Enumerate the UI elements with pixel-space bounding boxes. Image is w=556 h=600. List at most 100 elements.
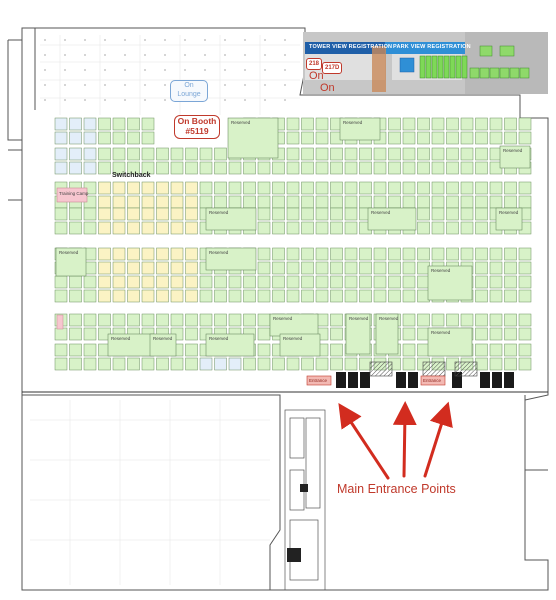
- reg-booth: [419, 55, 426, 79]
- booth-line-1: On Booth: [177, 116, 217, 126]
- exhibit-booth: [98, 117, 111, 131]
- exhibit-booth: [301, 261, 314, 275]
- hall-dot: [64, 99, 66, 101]
- arrow-1: [338, 402, 390, 480]
- exhibit-booth: [127, 289, 140, 303]
- exhibit-booth: [54, 357, 68, 371]
- hall-dot: [264, 69, 266, 71]
- reg-booth: [499, 67, 510, 79]
- exhibit-booth: [504, 357, 517, 371]
- exhibit-booth: [359, 161, 372, 175]
- hall-dot: [64, 69, 66, 71]
- exhibit-booth: [228, 161, 242, 175]
- entrance-door: [480, 372, 490, 388]
- hall-dot: [44, 39, 46, 41]
- building-outline: [7, 27, 549, 591]
- exhibit-booth: [315, 147, 329, 161]
- exhibit-booth: [272, 275, 285, 289]
- exhibit-booth: [272, 261, 285, 275]
- exhibit-booth: [257, 357, 271, 371]
- hall-dot: [124, 99, 126, 101]
- exhibit-booth: [402, 313, 416, 327]
- exhibit-booth: [301, 131, 314, 145]
- exhibit-booth: [373, 247, 387, 261]
- exhibit-booth: [156, 181, 169, 195]
- exhibit-booth: [98, 147, 111, 161]
- exhibit-booth: [228, 275, 242, 289]
- hall-dot: [124, 54, 126, 56]
- exhibit-booth: [388, 161, 401, 175]
- exhibit-booth: [359, 261, 372, 275]
- reg-booth: [479, 67, 490, 79]
- entrance-door: [336, 372, 346, 388]
- exhibit-booth: [388, 131, 401, 145]
- hall-dot: [244, 39, 246, 41]
- reserved-label: Reserved: [153, 336, 173, 341]
- exhibit-booth: [199, 313, 213, 327]
- hall-dot: [104, 99, 106, 101]
- exhibit-booth: [69, 221, 82, 235]
- exhibit-booth: [257, 275, 271, 289]
- exhibit-booth: [373, 161, 387, 175]
- exhibit-booth: [518, 275, 532, 289]
- exhibit-booth: [185, 147, 198, 161]
- exhibit-booth: [489, 117, 503, 131]
- exhibit-booth: [83, 289, 97, 303]
- exhibit-booth: [141, 181, 155, 195]
- exhibit-booth: [83, 221, 97, 235]
- exhibit-booth: [141, 195, 155, 209]
- reserved-label: Reserved: [343, 120, 363, 125]
- exhibit-booth: [98, 161, 111, 175]
- entrance-door: [408, 372, 418, 388]
- exhibit-booth: [98, 357, 111, 371]
- exhibit-booth: [286, 161, 300, 175]
- exhibit-booth: [127, 357, 140, 371]
- reg-booth: [469, 67, 480, 79]
- exhibit-booth: [344, 181, 358, 195]
- exhibit-booth: [170, 147, 184, 161]
- exhibit-booth: [286, 147, 300, 161]
- reserved-block: [375, 313, 399, 355]
- exhibit-booth: [127, 221, 140, 235]
- exhibit-booth: [156, 161, 169, 175]
- entrance-tag-1: Entrance: [309, 378, 328, 383]
- hall-dot: [284, 69, 286, 71]
- exhibit-booth: [83, 275, 97, 289]
- exhibit-booth: [98, 247, 111, 261]
- reserved-label: Reserved: [431, 268, 451, 273]
- on-lounge-label[interactable]: On Lounge: [170, 80, 208, 102]
- exhibit-booth: [69, 343, 82, 357]
- exhibit-booth: [214, 147, 227, 161]
- exhibit-booth: [286, 207, 300, 221]
- exhibit-booth: [156, 195, 169, 209]
- exhibit-booth: [344, 147, 358, 161]
- hall-dot: [244, 54, 246, 56]
- hall-dot: [204, 54, 206, 56]
- exhibit-booth: [359, 147, 372, 161]
- on-booth-5119[interactable]: On Booth #5119: [174, 115, 220, 139]
- exhibit-booth: [475, 195, 488, 209]
- exhibit-booth: [388, 289, 401, 303]
- reserved-label: Reserved: [209, 250, 229, 255]
- exhibit-booth: [170, 181, 184, 195]
- exhibit-booth: [330, 221, 343, 235]
- hall-dot: [84, 54, 86, 56]
- exhibit-booth: [156, 247, 169, 261]
- entrance-tag-box-1: [306, 375, 332, 386]
- hall-dot: [64, 54, 66, 56]
- exhibit-booth: [446, 221, 459, 235]
- hall-dot: [44, 54, 46, 56]
- hall-dot: [164, 39, 166, 41]
- on-marker-1: On: [309, 70, 324, 82]
- exhibit-booth: [112, 357, 126, 371]
- exhibit-booth: [98, 261, 111, 275]
- exhibit-booth: [373, 289, 387, 303]
- exhibit-booth: [402, 275, 416, 289]
- exhibit-booth: [98, 221, 111, 235]
- exhibit-booth: [330, 343, 343, 357]
- exhibit-booth: [228, 313, 242, 327]
- exhibit-booth: [170, 357, 184, 371]
- exhibit-booth: [315, 247, 329, 261]
- exhibit-booth: [475, 221, 488, 235]
- exhibit-booth: [475, 131, 488, 145]
